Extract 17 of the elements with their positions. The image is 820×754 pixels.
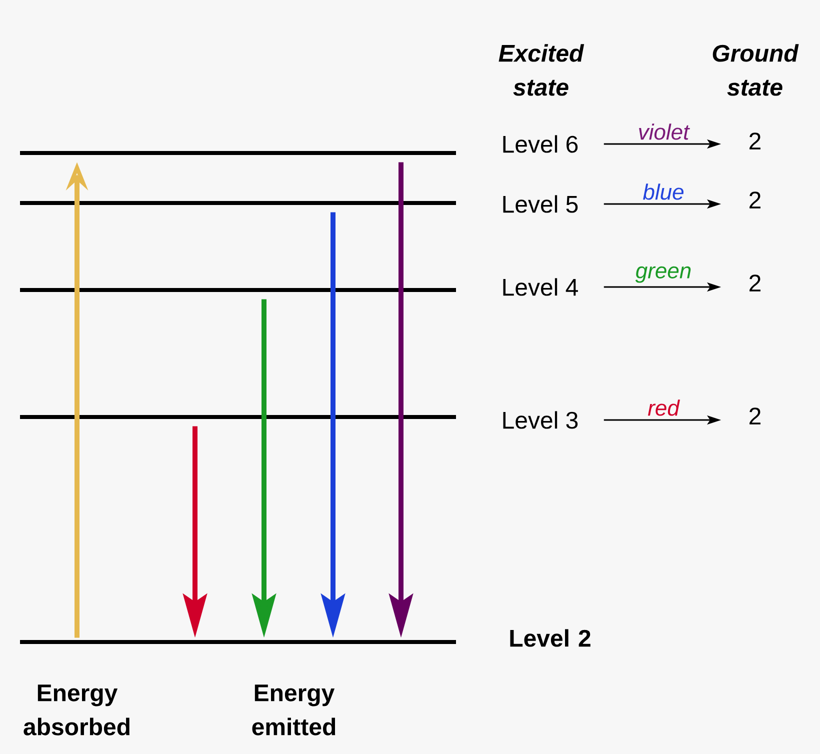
heading-label: Energy emitted: [252, 684, 336, 736]
edge-label: blue: [643, 184, 684, 200]
heading-label: Energy absorbed: [24, 684, 130, 736]
heading-label: Level 2: [510, 629, 590, 647]
edge-label: violet: [639, 124, 690, 140]
edge-label: red: [648, 400, 680, 416]
level-label: 2: [750, 132, 760, 150]
level-label: Level 5: [503, 195, 578, 213]
level-label: Level 6: [503, 135, 578, 153]
level-label: Level 4: [503, 278, 578, 296]
heading-label: Excited state: [498, 44, 584, 96]
level-label: Level 3: [503, 411, 578, 429]
heading-label: Ground state: [712, 44, 799, 96]
level-label: 2: [750, 408, 760, 424]
level-label: 2: [750, 192, 760, 208]
level-label: 2: [750, 274, 760, 292]
edge-label: green: [635, 266, 691, 283]
